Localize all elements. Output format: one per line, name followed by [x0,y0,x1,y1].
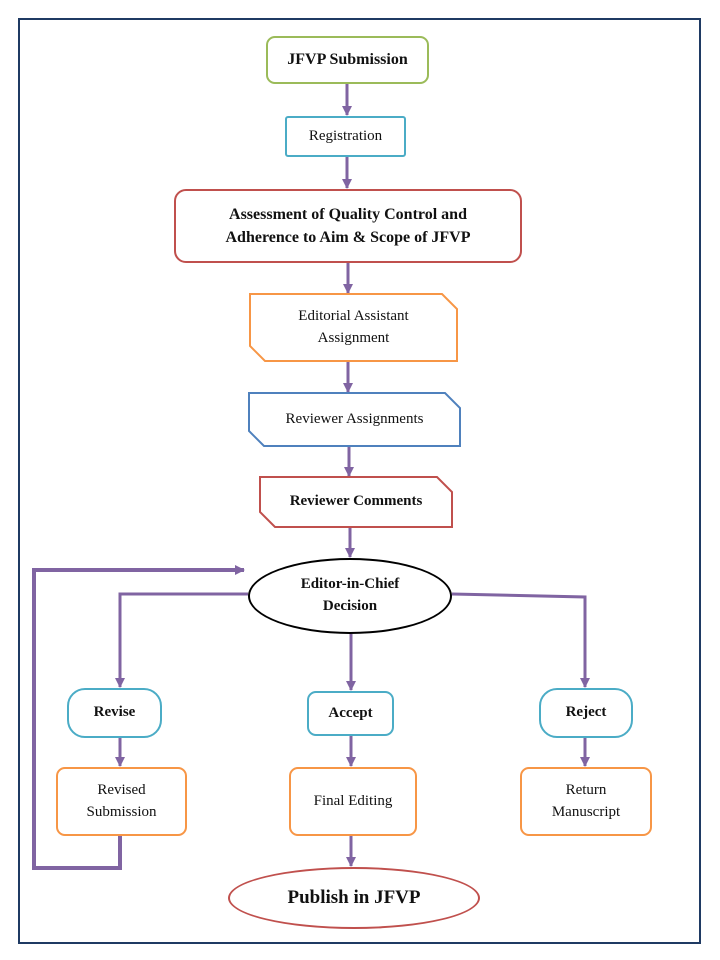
reviewer-comments-box-shape [259,476,453,528]
reviewer-assignments-box: Reviewer Assignments [249,393,460,446]
reject-box: Reject [539,688,633,738]
assessment-box: Assessment of Quality Control and Adhere… [174,189,522,263]
assessment-label: Assessment of Quality Control and Adhere… [225,205,471,246]
editorial-assistant-box-shape [249,293,458,362]
revise-label: Revise [93,704,136,721]
revise-box: Revise [67,688,162,738]
reviewer-assignments-label: Reviewer Assignments [285,410,424,427]
accept-label: Accept [328,704,373,721]
jfvp-submission-box: JFVP Submission [266,36,429,84]
jfvp-submission-label: JFVP Submission [287,51,408,69]
editorial-assistant-label: Editorial Assistant Assignment [298,307,409,346]
editorial-assistant-box: Editorial Assistant Assignment [250,294,457,361]
reviewer-comments-box: Reviewer Comments [260,477,452,527]
diagram-frame [18,18,701,944]
editor-decision-ellipse: Editor-in-Chief Decision [248,558,452,634]
registration-box: Registration [285,116,406,157]
arrow-decision-revise [115,592,248,688]
revised-submission-label: Revised Submission [86,781,157,820]
publish-label: Publish in JFVP [287,887,421,909]
final-editing-box: Final Editing [289,767,417,836]
arrow-decision-reject [451,592,590,688]
return-manuscript-label: Return Manuscript [551,781,621,820]
publish-ellipse: Publish in JFVP [228,867,480,929]
final-editing-label: Final Editing [313,792,393,809]
reviewer-comments-label: Reviewer Comments [289,493,423,510]
return-manuscript-box: Return Manuscript [520,767,652,836]
reviewer-assignments-box-shape [248,392,461,447]
loop-back-connector [32,565,245,870]
reject-label: Reject [565,704,607,721]
accept-box: Accept [307,691,394,736]
registration-label: Registration [308,127,383,144]
editor-decision-label: Editor-in-Chief Decision [300,576,400,614]
revised-submission-box: Revised Submission [56,767,187,836]
